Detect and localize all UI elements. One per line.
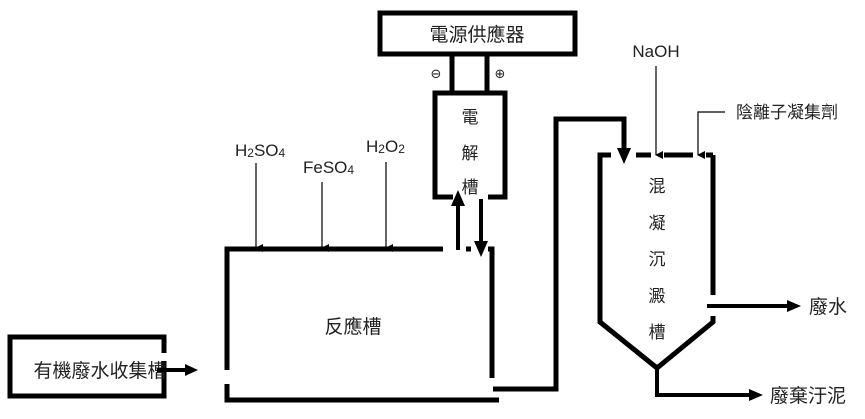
h2o2-label: H2O2 (366, 137, 405, 156)
sludge-label: 廢棄汙泥 (770, 385, 846, 407)
coag-label-2: 凝 (649, 214, 666, 234)
wastewater-label: 廢水 (809, 296, 847, 318)
power-supply-box: 電源供應器 (377, 10, 578, 57)
sludge-outflow: 廢棄汙泥 (655, 366, 846, 407)
reaction-tank-label: 反應槽 (324, 315, 381, 338)
positive-terminal-icon: ⊕ (495, 67, 506, 82)
h2so4-feed: H2SO4 (235, 141, 286, 252)
circulation-down-arrow (474, 199, 488, 257)
reaction-tank: 反應槽 (224, 246, 499, 403)
electrolysis-label-1: 電 (462, 108, 479, 128)
naoh-label: NaOH (632, 42, 679, 61)
power-supply-label: 電源供應器 (429, 23, 524, 46)
anionic-coagulant-label: 陰離子凝集劑 (736, 103, 838, 123)
coag-label-4: 澱 (649, 287, 666, 307)
electrolysis-label-3: 槽 (462, 178, 479, 198)
anionic-coagulant-feed: 陰離子凝集劑 (697, 103, 838, 159)
coag-label-1: 混 (649, 177, 666, 197)
collection-tank: 有機廢水收集槽 (7, 334, 167, 399)
wastewater-outflow: 廢水 (707, 296, 847, 318)
collection-tank-label: 有機廢水收集槽 (33, 360, 166, 382)
feso4-feed: FeSO4 (303, 158, 354, 252)
negative-terminal-icon: ⊖ (431, 67, 442, 82)
coag-label-3: 沉 (649, 250, 666, 270)
transfer-pipe (493, 116, 631, 392)
inflow-arrow (157, 364, 198, 376)
coagulation-sedimentation-tank: 混 凝 沉 澱 槽 (597, 152, 716, 372)
feso4-label: FeSO4 (303, 158, 354, 177)
coag-label-5: 槽 (649, 323, 666, 343)
h2o2-feed: H2O2 (366, 137, 405, 252)
h2so4-label: H2SO4 (235, 141, 286, 160)
circulation-up-arrow (451, 190, 465, 250)
electrolysis-tank: 電 解 槽 (432, 90, 508, 200)
naoh-feed: NaOH (632, 42, 680, 159)
electrolysis-label-2: 解 (462, 144, 479, 164)
